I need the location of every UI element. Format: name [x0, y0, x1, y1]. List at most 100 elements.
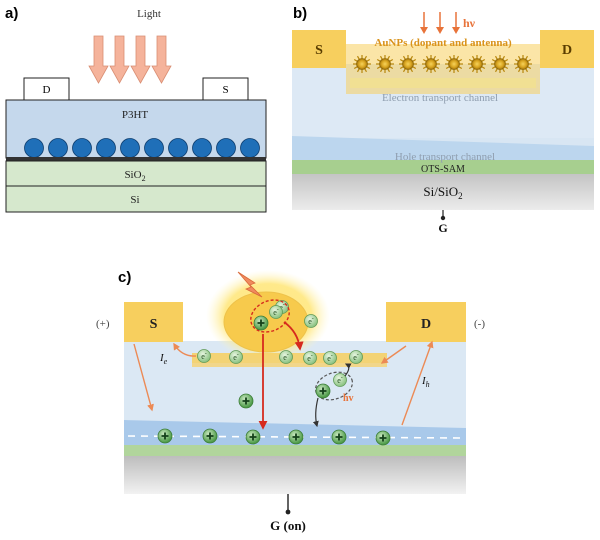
p3ht-label: P3HT — [122, 109, 149, 121]
panel-a: a) Light D S P3HT — [5, 5, 267, 213]
nanoparticle — [144, 138, 164, 158]
gold-nanoparticle — [491, 55, 509, 73]
ie-label: Ie — [159, 352, 168, 366]
nanoparticle — [240, 138, 260, 158]
gold-nanoparticle — [468, 55, 486, 73]
light-arrows — [88, 35, 172, 84]
nanoparticle — [168, 138, 188, 158]
gold-nanoparticle — [399, 55, 417, 73]
hole-lone — [238, 393, 254, 409]
lightning-bolt-icon — [237, 271, 263, 298]
svg-text:e-: e- — [327, 353, 333, 363]
hole — [202, 428, 218, 444]
source-label-c: S — [150, 317, 158, 332]
hole-sun — [253, 315, 269, 331]
light-arrow-2 — [109, 35, 130, 84]
nanoparticle — [216, 138, 236, 158]
panel-c: c) S D (+) (-) — [96, 269, 485, 533]
red-arrow-electron — [283, 321, 304, 351]
plus-terminal: (+) — [96, 318, 110, 330]
electron-labels: e- e- e- e- e- e- — [201, 351, 359, 363]
hole-channel-strip — [292, 136, 594, 160]
hole — [157, 428, 173, 444]
dark-arrow-up — [344, 363, 352, 377]
substrate-label-b: Si/SiO2 — [423, 184, 462, 201]
hv-label-c: hv — [343, 393, 354, 404]
hole — [331, 429, 347, 445]
panel-b: b) S D hν AuNPs (dopant and antenna) Ele… — [292, 5, 594, 235]
nanoparticle — [192, 138, 212, 158]
substrate-b — [292, 174, 594, 210]
hole-exciton — [315, 383, 331, 399]
drain-electrode-b — [540, 30, 594, 68]
hole-channel-dashes — [127, 435, 463, 439]
drain-label-c: D — [421, 317, 431, 332]
light-arrow-4 — [151, 35, 172, 84]
gold-nanoparticle — [376, 55, 394, 73]
hv-label-b: hν — [463, 16, 476, 30]
left-orange-arrow — [133, 343, 154, 412]
gold-nanoparticle — [353, 55, 371, 73]
drain-electrode-c — [386, 302, 466, 342]
source-label-b: S — [315, 43, 323, 58]
gold-nanoparticle — [422, 55, 440, 73]
aunps-b — [353, 55, 532, 73]
si-layer-a — [5, 185, 267, 213]
source-electrode-c — [124, 302, 183, 342]
source-electrode-b — [292, 30, 346, 68]
svg-text:e-: e- — [273, 307, 279, 317]
panel-b-label: b) — [293, 5, 307, 22]
nanoparticle — [72, 138, 92, 158]
right-orange-arrow — [380, 345, 407, 364]
nanoparticle — [48, 138, 68, 158]
nanoparticle — [24, 138, 44, 158]
ots-sam-label: OTS-SAM — [421, 164, 465, 175]
gold-nanoparticle — [514, 55, 532, 73]
dark-arrow-down — [312, 397, 319, 428]
gate-dot-c — [285, 509, 291, 515]
panel-a-label: a) — [5, 5, 18, 22]
drain-label-b: D — [562, 43, 572, 58]
gate-label-b: G — [438, 221, 447, 235]
substrate-c — [124, 456, 466, 494]
electron-channel-underline — [192, 363, 387, 367]
gate-dot-b — [440, 215, 446, 221]
gate-label-c: G (on) — [270, 518, 306, 533]
electron-channel-label: Electron transport channel — [382, 92, 498, 104]
gold-nanoparticle — [445, 55, 463, 73]
light-arrow-3 — [130, 35, 151, 84]
light-arrow-1 — [88, 35, 109, 84]
exciton-ring — [250, 299, 290, 333]
nanoparticle — [120, 138, 140, 158]
light-label: Light — [137, 8, 161, 20]
nanoparticle — [96, 138, 116, 158]
panel-c-label: c) — [118, 269, 131, 286]
sio2-label-a: SiO2 — [124, 169, 145, 183]
hole — [375, 430, 391, 446]
hole-channel-label: Hole transport channel — [395, 151, 495, 163]
si-label-a: Si — [130, 194, 139, 206]
svg-text:e-: e- — [337, 375, 343, 385]
interface-line — [6, 157, 266, 161]
nanoparticles-a — [24, 138, 260, 158]
aunps-label: AuNPs (dopant and antenna) — [374, 37, 512, 49]
ots-sam-layer — [292, 160, 594, 174]
svg-text:e-: e- — [283, 352, 289, 362]
minus-terminal: (-) — [474, 318, 485, 330]
aunp-underline — [350, 78, 536, 88]
ots-layer-c — [124, 445, 466, 456]
svg-text:e-: e- — [308, 316, 314, 326]
svg-text:e-: e- — [353, 352, 359, 362]
source-label-a: S — [222, 84, 228, 96]
hole — [245, 429, 261, 445]
hole — [288, 429, 304, 445]
hv-arrows-b — [420, 12, 460, 34]
svg-text:e-: e- — [201, 351, 207, 361]
svg-text:e-: e- — [233, 352, 239, 362]
ie-arrow — [173, 342, 197, 357]
ih-label: Ih — [421, 375, 430, 389]
svg-text:e-: e- — [279, 302, 285, 312]
ih-arrow — [401, 340, 434, 426]
drain-label-a: D — [43, 84, 51, 96]
svg-text:e-: e- — [307, 353, 313, 363]
